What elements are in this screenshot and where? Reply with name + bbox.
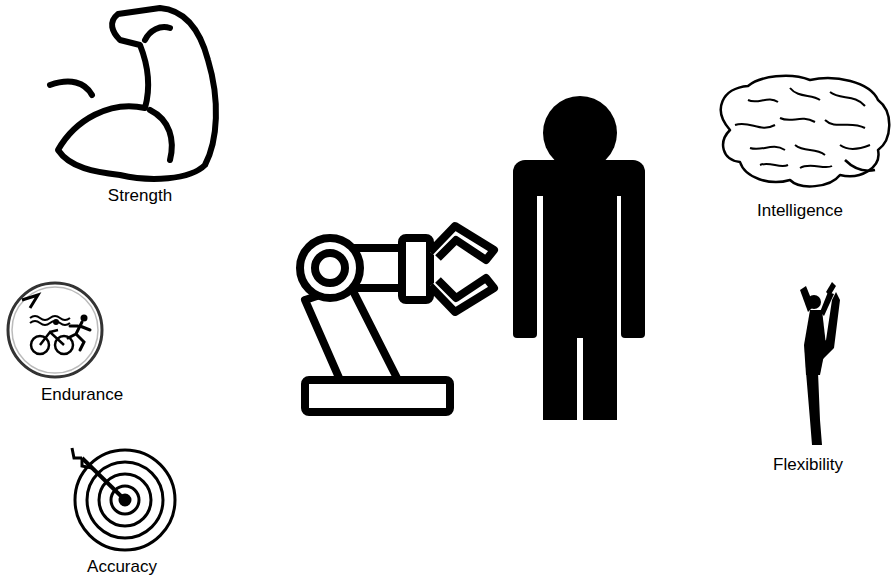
target-icon — [72, 448, 175, 550]
brain-icon — [721, 76, 889, 187]
icon-label: Accuracy — [87, 558, 157, 577]
icon-label: Flexibility — [773, 456, 843, 475]
icon-label: Endurance — [41, 386, 123, 405]
endurance-icon — [8, 283, 102, 377]
icon-label: Strength — [108, 187, 172, 206]
flexibility-icon — [800, 282, 840, 445]
robot-arm — [300, 226, 494, 412]
person-silhouette — [513, 96, 645, 420]
bicep-icon — [50, 8, 216, 179]
icon-label: Intelligence — [757, 202, 843, 221]
